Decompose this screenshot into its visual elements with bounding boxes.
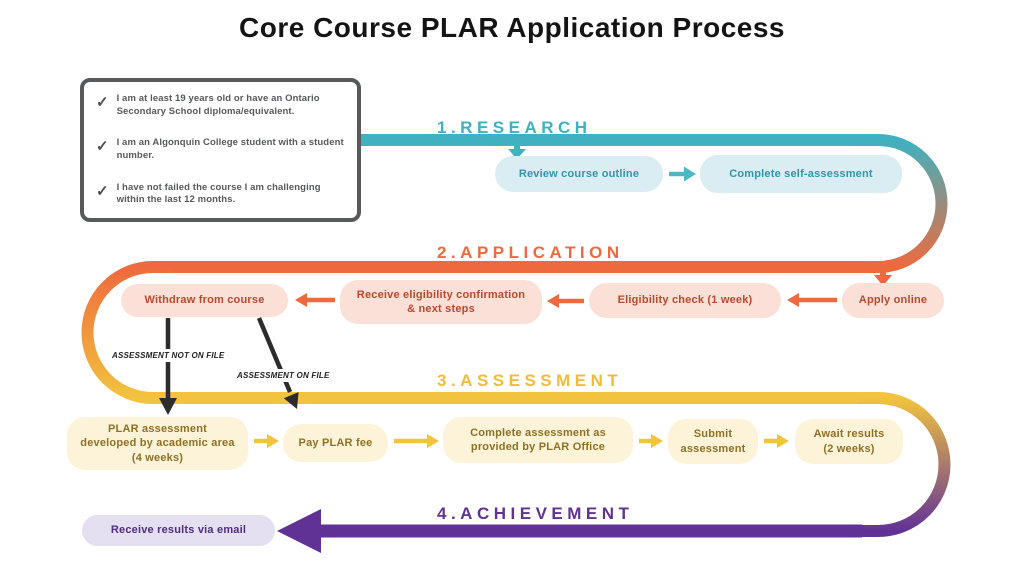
eligibility-checklist: ✓ I am at least 19 years old or have an … (80, 78, 361, 222)
application-arrow-2-icon (547, 294, 559, 308)
research-to-application-curve (858, 134, 948, 273)
step-withdraw-from-course: Withdraw from course (121, 284, 288, 317)
application-arrow-3-icon (295, 293, 307, 307)
checklist-item-text: I am at least 19 years old or have an On… (116, 93, 320, 117)
application-arrow-1-icon (787, 293, 799, 307)
phase-label-research: 1.RESEARCH (437, 118, 592, 137)
assessment-arrow-2-icon (427, 434, 439, 448)
apply-down-arrow-icon (874, 275, 892, 286)
achievement-arrowhead-icon (277, 509, 321, 553)
branch-label-assessment-not-on-file: ASSESSMENT NOT ON FILE (110, 349, 227, 362)
application-to-assessment-curve (81, 261, 173, 404)
phase-label-achievement: 4.ACHIEVEMENT (437, 504, 634, 523)
step-await-results: Await results (2 weeks) (795, 419, 903, 464)
checklist-item: ✓ I am an Algonquin College student with… (96, 137, 345, 162)
phase-label-assessment: 3.ASSESSMENT (437, 371, 623, 390)
assessment-to-achievement-curve (858, 392, 951, 537)
step-pay-plar-fee: Pay PLAR fee (283, 424, 388, 462)
step-complete-self-assessment: Complete self-assessment (700, 155, 902, 193)
phase-label-application: 2.APPLICATION (437, 243, 624, 262)
checklist-item: ✓ I am at least 19 years old or have an … (96, 93, 345, 118)
checklist-item-text: I am an Algonquin College student with a… (116, 137, 344, 161)
assessment-arrow-4-icon (777, 434, 789, 448)
step-complete-assessment: Complete assessment as provided by PLAR … (443, 417, 633, 463)
step-plar-assessment-developed: PLAR assessment developed by academic ar… (67, 417, 248, 470)
checkmark-icon: ✓ (96, 94, 109, 111)
page-title: Core Course PLAR Application Process (239, 12, 785, 43)
not-on-file-arrow-icon (159, 398, 177, 415)
branch-label-assessment-on-file: ASSESSMENT ON FILE (235, 369, 332, 382)
checklist-item-text: I have not failed the course I am challe… (116, 181, 321, 206)
research-down-arrow-icon (508, 149, 526, 159)
checkmark-icon: ✓ (96, 138, 109, 156)
research-step-arrow-icon (684, 166, 696, 182)
assessment-arrow-3-icon (651, 434, 663, 448)
step-review-course-outline: Review course outline (495, 156, 663, 192)
step-eligibility-check: Eligibility check (1 week) (589, 283, 781, 318)
step-submit-assessment: Submit assessment (668, 419, 758, 464)
checkmark-icon: ✓ (96, 182, 109, 200)
step-receive-eligibility-confirmation: Receive eligibility confirmation & next … (340, 280, 542, 324)
step-apply-online: Apply online (842, 283, 944, 318)
assessment-arrow-1-icon (267, 434, 279, 448)
checklist-item: ✓ I have not failed the course I am chal… (96, 182, 345, 207)
step-receive-results-via-email: Receive results via email (82, 515, 275, 546)
on-file-arrow-icon (283, 392, 299, 409)
